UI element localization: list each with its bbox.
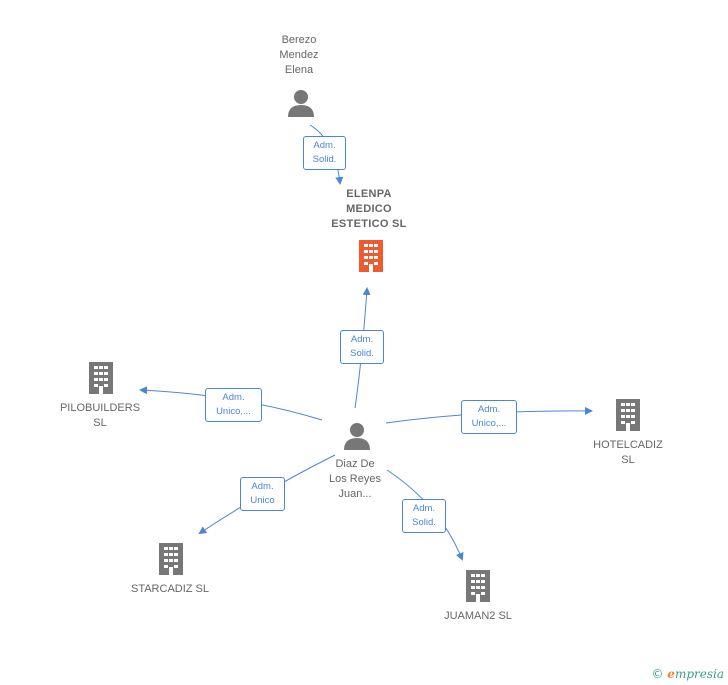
person-icon[interactable] bbox=[344, 423, 370, 450]
company-name-elenpa[interactable]: ELENPA MEDICO ESTETICO SL bbox=[331, 188, 407, 230]
edge-role-diaz-juaman2: Adm. Solid. bbox=[402, 499, 446, 533]
building-icon[interactable] bbox=[356, 240, 386, 272]
edge-role-diaz-hotelcadiz: Adm. Unico,... bbox=[461, 400, 517, 434]
edge-role-diaz-pilobuilders: Adm. Unico,... bbox=[205, 388, 262, 422]
edge-role-diaz-starcadiz: Adm. Unico bbox=[240, 477, 285, 511]
brand-logo-letter: e bbox=[667, 667, 675, 681]
company-name-starcadiz[interactable]: STARCADIZ SL bbox=[130, 583, 210, 595]
person-name-diaz[interactable]: Diaz De Los Reyes Juan... bbox=[329, 458, 381, 500]
company-name-juaman2[interactable]: JUAMAN2 SL bbox=[444, 610, 512, 622]
edge-role-diaz-elenpa: Adm. Solid. bbox=[340, 330, 384, 364]
company-name-hotelcadiz[interactable]: HOTELCADIZ SL bbox=[593, 439, 663, 466]
building-icon[interactable] bbox=[613, 399, 643, 431]
brand-logo-text: mpresia bbox=[674, 667, 724, 681]
person-name-berezo[interactable]: Berezo Mendez Elena bbox=[279, 34, 319, 76]
person-icon[interactable] bbox=[288, 90, 314, 117]
building-icon[interactable] bbox=[156, 543, 186, 575]
edge-role-berezo-elenpa: Adm. Solid. bbox=[303, 136, 346, 170]
building-icon[interactable] bbox=[86, 362, 116, 394]
building-icon[interactable] bbox=[463, 570, 493, 602]
company-name-pilobuilders[interactable]: PILOBUILDERS SL bbox=[59, 402, 141, 429]
copyright-icon: © bbox=[651, 667, 664, 681]
brand-watermark: © empresia bbox=[651, 667, 724, 681]
